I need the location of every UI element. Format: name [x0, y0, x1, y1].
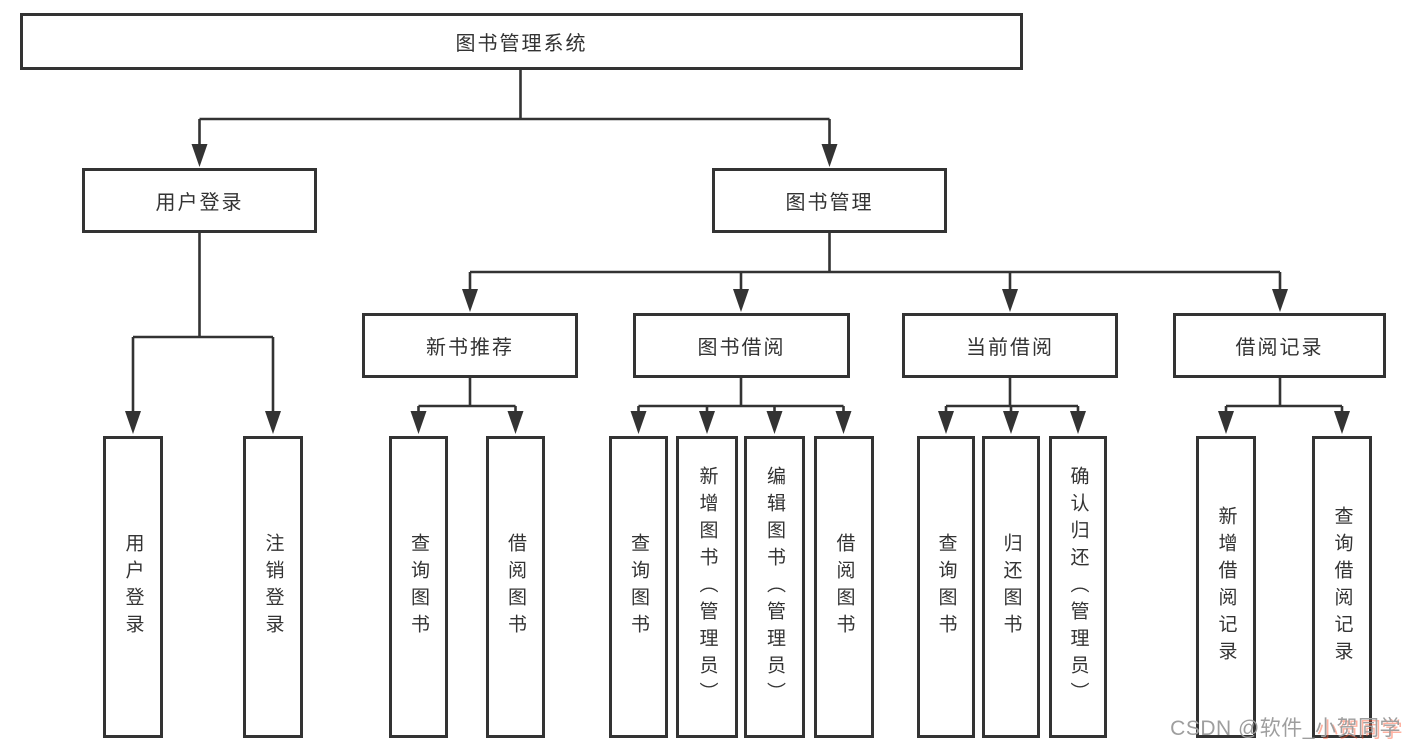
node-current-borrowing-label: 当前借阅: [966, 337, 1054, 359]
leaf-add-borrow-record: 新增借阅记录: [1196, 436, 1256, 738]
node-new-book-recommend-label: 新书推荐: [426, 337, 514, 359]
node-book-management: 图书管理: [712, 168, 947, 233]
node-borrow-records-label: 借阅记录: [1235, 337, 1324, 359]
node-current-borrowing: 当前借阅: [902, 313, 1118, 378]
leaf-return-book: 归还图书: [982, 436, 1040, 738]
node-book-borrowing: 图书借阅: [633, 313, 850, 378]
node-book-management-label: 图书管理: [785, 192, 874, 214]
node-user-login-label: 用户登录: [155, 192, 244, 214]
leaf-search-books-borrowing: 查询图书: [609, 436, 668, 738]
leaf-query-borrow-record-label: 查询借阅记录: [1331, 506, 1353, 668]
node-root: 图书管理系统: [20, 13, 1023, 70]
leaf-logout-login-label: 注销登录: [262, 533, 284, 641]
leaf-borrow-books-borrowing: 借阅图书: [814, 436, 874, 738]
leaf-search-books-current-label: 查询图书: [935, 533, 957, 641]
leaf-user-login: 用户登录: [103, 436, 163, 738]
csdn-watermark: CSDN @软件_小贺同学: [1170, 712, 1401, 742]
leaf-borrow-books-recommend-label: 借阅图书: [505, 533, 526, 641]
csdn-watermark-prefix: CSDN @软件_: [1170, 717, 1315, 740]
leaf-add-borrow-record-label: 新增借阅记录: [1215, 506, 1237, 668]
leaf-return-book-label: 归还图书: [1000, 533, 1022, 641]
node-user-login: 用户登录: [82, 168, 317, 233]
leaf-search-books-current: 查询图书: [917, 436, 975, 738]
leaf-add-book-admin-label: 新增图书（管理员）: [696, 465, 718, 709]
leaf-user-login-label: 用户登录: [122, 533, 144, 641]
leaf-borrow-books-borrowing-label: 借阅图书: [833, 533, 855, 641]
csdn-watermark-suffix: 小贺同学: [1315, 717, 1401, 740]
node-root-label: 图书管理系统: [455, 33, 588, 55]
leaf-search-books-recommend-label: 查询图书: [408, 533, 429, 641]
node-borrow-records: 借阅记录: [1173, 313, 1386, 378]
leaf-query-borrow-record: 查询借阅记录: [1312, 436, 1372, 738]
leaf-search-books-recommend: 查询图书: [389, 436, 448, 738]
leaf-edit-book-admin-label: 编辑图书（管理员）: [764, 465, 785, 709]
leaf-logout-login: 注销登录: [243, 436, 303, 738]
node-book-borrowing-label: 图书借阅: [697, 337, 786, 359]
leaf-confirm-return-admin: 确认归还（管理员）: [1049, 436, 1107, 738]
leaf-borrow-books-recommend: 借阅图书: [486, 436, 545, 738]
leaf-confirm-return-admin-label: 确认归还（管理员）: [1067, 465, 1089, 709]
node-new-book-recommend: 新书推荐: [362, 313, 578, 378]
leaf-search-books-borrowing-label: 查询图书: [628, 533, 649, 641]
leaf-edit-book-admin: 编辑图书（管理员）: [744, 436, 805, 738]
leaf-add-book-admin: 新增图书（管理员）: [676, 436, 738, 738]
